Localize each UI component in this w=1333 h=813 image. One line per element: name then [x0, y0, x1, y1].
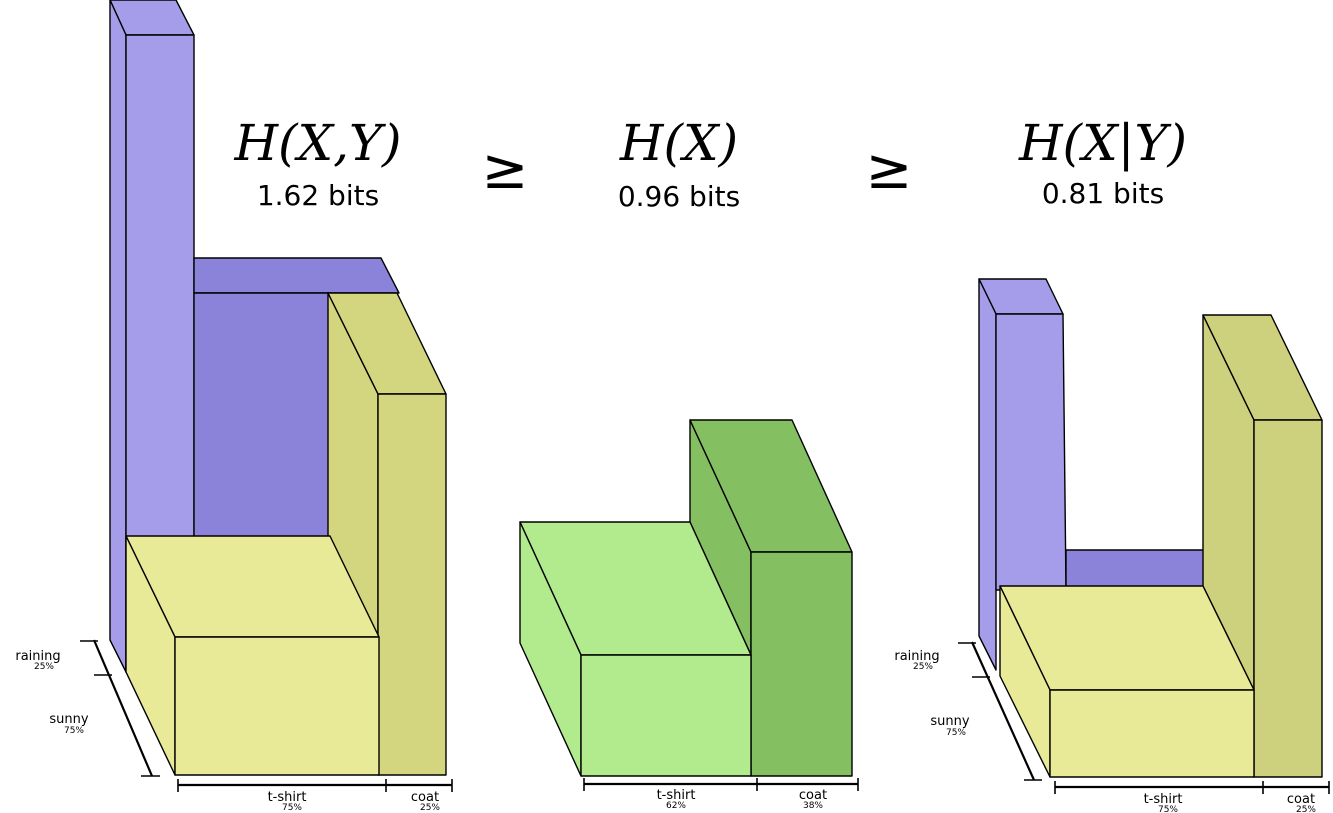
- cond-raining-tshirt-front: [995, 313, 1067, 591]
- joint-col-pct-tshirt: 75%: [282, 803, 302, 813]
- conditional-entropy-panel: raining 25% sunny 75% t-shirt 75% coat 2…: [894, 114, 1330, 813]
- cond-col-pct-tshirt: 75%: [1158, 805, 1178, 813]
- joint-row-label-raining: raining: [15, 649, 60, 664]
- joint-raining-tshirt-left: [109, 0, 127, 673]
- joint-raining-coat-front: [193, 292, 331, 541]
- joint-col-label-tshirt: t-shirt: [268, 790, 307, 805]
- joint-row-label-sunny: sunny: [49, 712, 88, 727]
- joint-raining-coat-top: [193, 257, 400, 294]
- joint-sunny-coat-front: [377, 393, 447, 776]
- relation-geq-2: ≥: [866, 137, 913, 202]
- conditional-entropy-bits: 0.81 bits: [1042, 177, 1164, 210]
- cond-row-label-sunny: sunny: [930, 714, 969, 729]
- marginal-entropy-formula: H(X): [619, 114, 738, 172]
- joint-row-pct-sunny: 75%: [64, 726, 84, 736]
- cond-col-label-tshirt: t-shirt: [1144, 792, 1183, 807]
- cond-row-pct-raining: 25%: [913, 662, 933, 672]
- marginal-col-pct-tshirt: 62%: [666, 801, 686, 811]
- marginal-tshirt-bar: [519, 521, 752, 777]
- joint-row-pct-raining: 25%: [34, 662, 54, 672]
- cond-sunny-tshirt-front: [1049, 689, 1255, 778]
- cond-raining-tshirt-bar: [978, 278, 1067, 671]
- marginal-coat-bar: [689, 419, 853, 777]
- joint-col-pct-coat: 25%: [420, 803, 440, 813]
- cond-col-pct-coat: 25%: [1296, 805, 1316, 813]
- cond-col-axis: [1054, 781, 1330, 794]
- joint-entropy-panel: raining 25% sunny 75% t-shirt 75% coat 2…: [15, 0, 453, 813]
- marginal-tshirt-front: [580, 654, 752, 777]
- cond-sunny-coat-front: [1253, 419, 1323, 778]
- cond-row-pct-sunny: 75%: [946, 728, 966, 738]
- relation-geq-1: ≥: [482, 137, 529, 202]
- marginal-col-pct-coat: 38%: [803, 801, 823, 811]
- joint-sunny-coat-bar: [327, 292, 447, 776]
- joint-row-axis: [80, 639, 160, 777]
- joint-entropy-bits: 1.62 bits: [257, 179, 379, 212]
- marginal-coat-front: [750, 551, 853, 777]
- cond-raining-tshirt-left: [978, 278, 997, 671]
- cond-sunny-coat-bar: [1202, 314, 1323, 778]
- joint-entropy-formula: H(X,Y): [233, 114, 401, 172]
- marginal-entropy-panel: t-shirt 62% coat 38% H(X) 0.96 bits: [519, 114, 859, 811]
- joint-sunny-tshirt-bar: [125, 535, 380, 776]
- joint-col-axis: [177, 779, 453, 792]
- marginal-entropy-bits: 0.96 bits: [618, 180, 740, 213]
- cond-raining-coat-front: [1065, 549, 1205, 591]
- marginal-col-label-coat: coat: [799, 788, 827, 803]
- cond-raining-coat-bar: [1065, 549, 1205, 591]
- joint-sunny-tshirt-front: [174, 636, 380, 776]
- cond-row-axis: [958, 641, 1042, 781]
- conditional-entropy-formula: H(X|Y): [1018, 114, 1187, 172]
- cond-sunny-tshirt-bar: [999, 585, 1255, 778]
- cond-row-label-raining: raining: [894, 649, 939, 664]
- cond-col-label-coat: coat: [1287, 792, 1315, 807]
- marginal-col-axis: [583, 778, 859, 791]
- joint-col-label-coat: coat: [411, 790, 439, 805]
- marginal-col-label-tshirt: t-shirt: [657, 788, 696, 803]
